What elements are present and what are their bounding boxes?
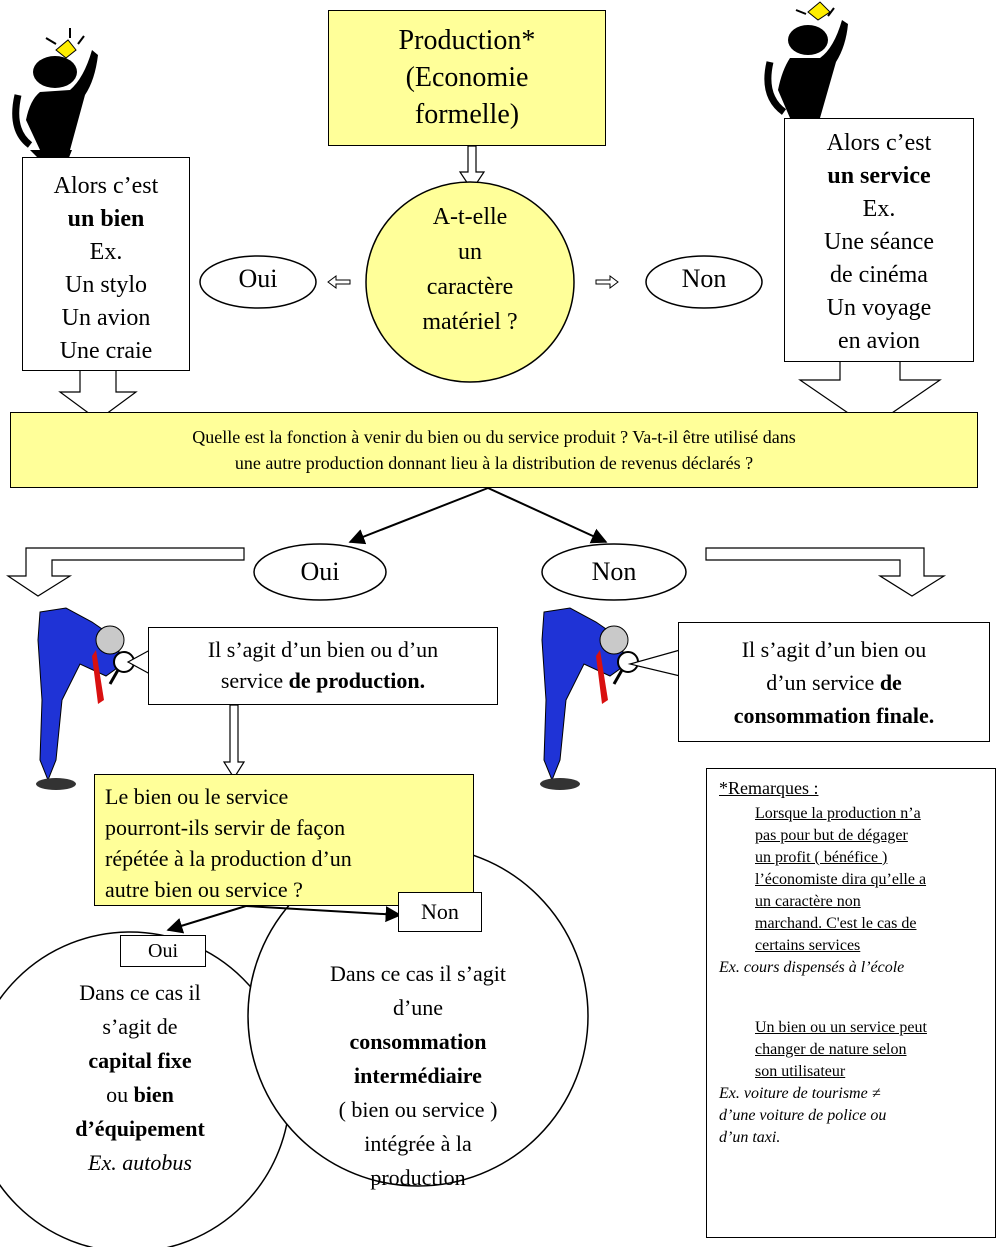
remark2-example-3: d’un taxi. [719, 1129, 781, 1146]
thinker-figure-left-icon [12, 28, 98, 160]
remark1-line-6: marchand. C'est le cas de [755, 915, 917, 932]
conso-line-6: intégrée à la [364, 1131, 472, 1156]
final-line-2a: d’un service [766, 670, 880, 695]
final-line-3: consommation finale. [733, 703, 935, 728]
non-bottom-box: Non [398, 892, 482, 932]
oui-bottom-box: Oui [120, 935, 206, 967]
material-q-line-4: matériel ? [422, 309, 518, 335]
service-line-4: Une séance [824, 229, 934, 255]
non-bottom-label: Non [421, 899, 459, 924]
capital-line-4a: ou [106, 1082, 134, 1107]
service-line-1: Alors c’est [826, 130, 932, 156]
production-line-2: (Economie [405, 62, 529, 93]
bien-line-6: Une craie [59, 338, 153, 364]
prod-good-line-2a: service [220, 668, 289, 693]
repeat-q-line-3: répétée à la production d’un [105, 846, 352, 871]
bien-line-3: Ex. [89, 239, 123, 265]
capital-line-3: capital fixe [88, 1048, 192, 1073]
material-q-line-3: caractère [426, 274, 514, 300]
repeat-q-line-4: autre bien ou service ? [105, 877, 303, 902]
remark2-line-2: changer de nature selon [755, 1041, 907, 1058]
conso-line-1: Dans ce cas il s’agit [330, 961, 506, 986]
final-consumption-box: Il s’agit d’un bien ou d’un service de c… [678, 622, 990, 742]
capital-line-6: Ex. autobus [88, 1150, 192, 1175]
final-line-2b: de [879, 670, 902, 695]
capital-line-2: s’agit de [102, 1014, 178, 1039]
remark1-line-4: l’économiste dira qu’elle a [755, 871, 927, 888]
conso-line-4: intermédiaire [354, 1063, 482, 1088]
final-line-1: Il s’agit d’un bien ou [741, 637, 927, 662]
repeat-question-box: Le bien ou le service pourront-ils servi… [94, 774, 474, 906]
production-good-box: Il s’agit d’un bien ou d’un service de p… [148, 627, 498, 705]
inspector-figure-right-icon [540, 607, 639, 790]
service-line-6: Un voyage [826, 295, 932, 321]
oui-top-ellipse [199, 255, 317, 309]
remark1-example: Ex. cours dispensés à l’école [719, 959, 905, 976]
service-box: Alors c’est un service Ex. Une séance de… [784, 118, 974, 362]
bien-line-2: un bien [67, 206, 145, 232]
conso-line-7: production [370, 1165, 466, 1190]
final-line-2: d’un service de [679, 666, 989, 699]
remark1-line-5: un caractère non [755, 893, 861, 910]
bien-line-4: Un stylo [64, 272, 147, 298]
service-line-3: Ex. [862, 196, 896, 222]
remarks-box: *Remarques : Lorsque la production n’a p… [706, 768, 996, 1238]
bien-box: Alors c’est un bien Ex. Un stylo Un avio… [22, 157, 190, 371]
function-q-line-2: une autre production donnant lieu à la d… [234, 453, 754, 473]
capital-fixe-text: Dans ce cas il s’agit de capital fixe ou… [20, 976, 260, 1180]
material-question-text: A-t-elle un caractère matériel ? [366, 200, 574, 340]
oui-top-label: Oui [238, 264, 278, 293]
production-line-3: formelle) [414, 99, 520, 130]
service-line-2: un service [827, 163, 931, 189]
oui-mid-ellipse [253, 543, 387, 601]
capital-line-4b: bien [133, 1082, 174, 1107]
remark2-line-3: son utilisateur [755, 1063, 846, 1080]
prod-good-line-1: Il s’agit d’un bien ou d’un [207, 637, 439, 662]
remark-item-2: Un bien ou un service peut changer de na… [719, 1017, 995, 1083]
inspector-figure-left-icon [36, 607, 135, 790]
service-line-7: en avion [838, 328, 920, 354]
conso-line-5: ( bien ou service ) [338, 1097, 498, 1122]
material-question-ellipse [365, 181, 575, 383]
production-box: Production* (Economie formelle) [328, 10, 606, 146]
bien-line-1: Alors c’est [53, 173, 159, 199]
material-q-line-1: A-t-elle [432, 204, 508, 230]
material-q-line-2: un [458, 239, 482, 265]
remarks-title: *Remarques : [719, 778, 819, 798]
oui-mid-label: Oui [300, 557, 340, 586]
non-top-label: Non [681, 264, 727, 293]
remark1-line-1: Lorsque la production n’a [755, 805, 921, 822]
prod-good-line-2b: de production. [288, 668, 426, 693]
non-mid-label: Non [591, 557, 637, 586]
function-q-line-1: Quelle est la fonction à venir du bien o… [192, 427, 796, 447]
conso-line-2: d’une [392, 995, 444, 1020]
remark-item-1: Lorsque la production n’a pas pour but d… [719, 803, 995, 957]
repeat-q-line-1: Le bien ou le service [105, 784, 289, 809]
remark2-line-1: Un bien ou un service peut [755, 1019, 927, 1036]
remark2-example-1: Ex. voiture de tourisme ≠ [719, 1085, 881, 1102]
prod-good-line-2: service de production. [149, 665, 497, 696]
oui-bottom-label: Oui [148, 940, 178, 962]
remark1-line-2: pas pour but de dégager [755, 827, 908, 844]
thinker-figure-right-icon [764, 1, 848, 118]
remark2-example-2: d’une voiture de police ou [719, 1107, 887, 1124]
capital-line-4: ou bien [20, 1078, 260, 1112]
conso-inter-text: Dans ce cas il s’agit d’une consommation… [298, 957, 538, 1195]
capital-line-1: Dans ce cas il [79, 980, 201, 1005]
capital-line-5: d’équipement [75, 1116, 205, 1141]
repeat-q-line-2: pourront-ils servir de façon [105, 815, 346, 840]
remark1-line-7: certains services [755, 937, 861, 954]
remark1-line-3: un profit ( bénéfice ) [755, 849, 888, 866]
production-line-1: Production* [398, 25, 536, 56]
non-top-ellipse [645, 255, 763, 309]
non-mid-ellipse [541, 543, 687, 601]
function-question-box: Quelle est la fonction à venir du bien o… [10, 412, 978, 488]
service-line-5: de cinéma [830, 262, 928, 288]
conso-line-3: consommation [349, 1029, 487, 1054]
bien-line-5: Un avion [61, 305, 151, 331]
